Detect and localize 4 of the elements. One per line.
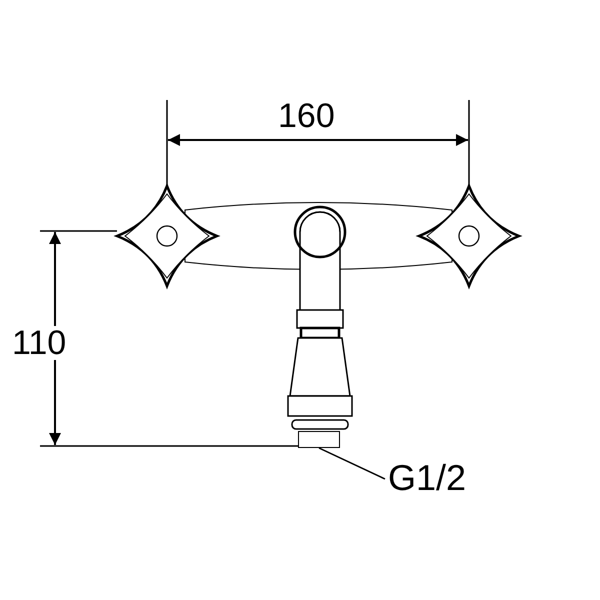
leader-line [318,447,386,480]
thread-size-label: G1/2 [388,460,468,496]
dimension-value: 110 [12,326,66,360]
threaded-outlet [298,431,340,448]
